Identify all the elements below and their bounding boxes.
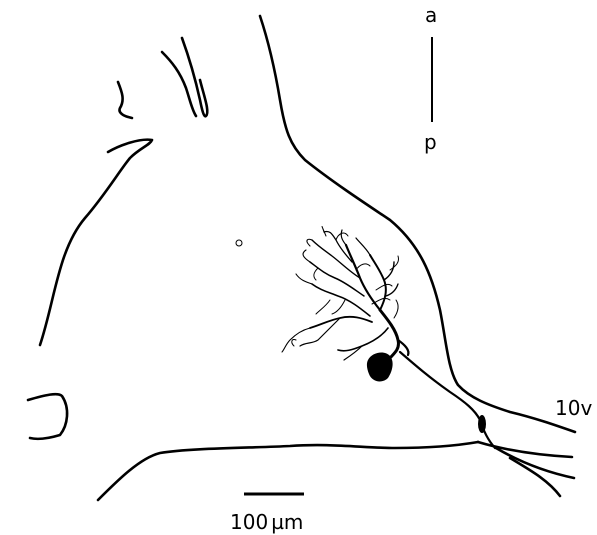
top-left-nerve-hook <box>118 82 132 118</box>
posterior-label: p <box>424 132 437 152</box>
left-nerve-stub <box>28 394 67 439</box>
ganglion-outline-bottom <box>98 442 478 500</box>
scale-bar-unit: µm <box>271 510 303 534</box>
dendritic-arbor <box>282 227 408 361</box>
axon-swelling <box>478 415 486 433</box>
neuron-soma <box>367 353 393 382</box>
top-nerve-right-strand <box>182 38 207 116</box>
neuron-primary-neurite <box>380 310 399 360</box>
ganglion-outline-left <box>40 140 152 345</box>
nerve-10v-strand-c <box>510 458 560 496</box>
scale-bar-value: 100 <box>230 510 268 534</box>
ganglion-outline-right <box>260 16 575 432</box>
anterior-label: a <box>425 5 437 25</box>
nerve-10v-label: 10v <box>555 398 592 418</box>
reference-circle <box>236 240 242 246</box>
